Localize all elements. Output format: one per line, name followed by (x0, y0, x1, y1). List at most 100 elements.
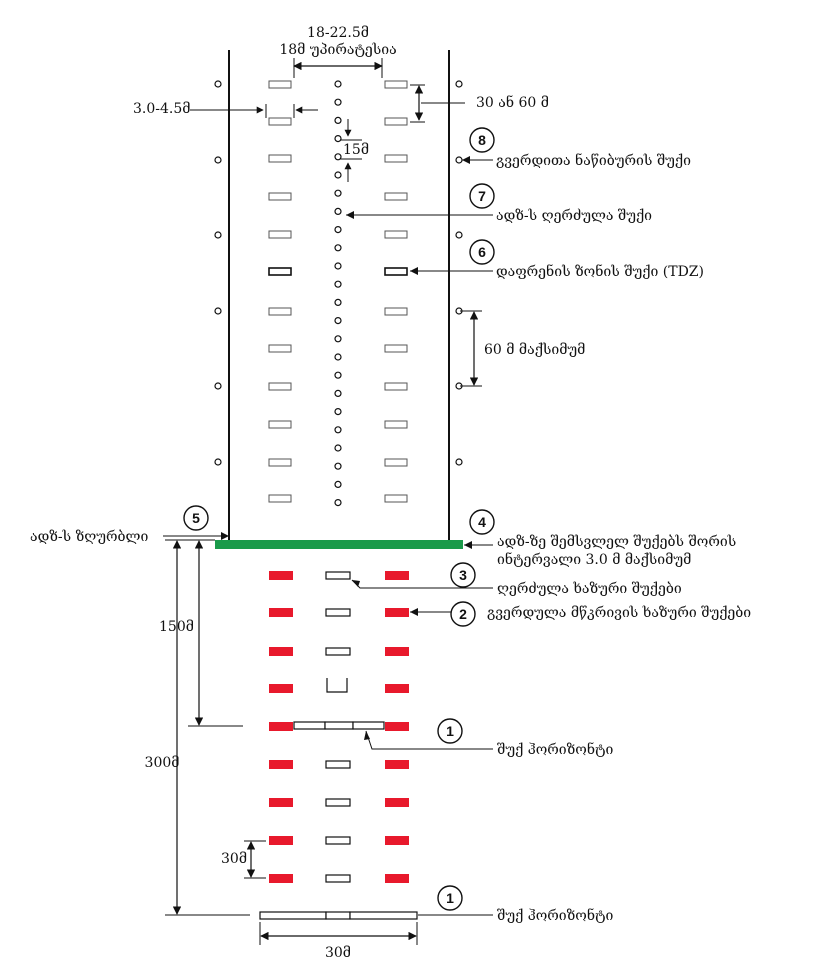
approach-side-row-light (385, 722, 409, 731)
approach-centerline-light (325, 798, 351, 807)
tdz-light (384, 458, 408, 467)
approach-side-row-light (385, 684, 409, 693)
tdz-light (268, 230, 292, 239)
width-range-label: 18-22.5მ (307, 24, 369, 41)
edge-light (214, 307, 222, 315)
dim-30-bottom-label: 30მ (325, 944, 351, 961)
tdz-light (384, 494, 408, 503)
callout-1a-circle (437, 718, 463, 744)
tdz-light (268, 80, 292, 89)
callout-8-circle (469, 127, 495, 153)
callout-4-circle (469, 509, 495, 535)
tdz-light (268, 267, 292, 276)
centerline-light (334, 426, 342, 434)
approach-side-row-light (269, 647, 293, 656)
centerline-light (334, 462, 342, 470)
edge-light (455, 80, 463, 88)
approach-side-row-light (385, 647, 409, 656)
edge-lights-group (214, 80, 463, 466)
centerline-light (334, 189, 342, 197)
callout-8-label: გვერდითა ნაწიბურის შუქი (496, 151, 691, 169)
tdz-lights-group (268, 80, 408, 503)
tdz-light (384, 117, 408, 126)
tdz-light (384, 420, 408, 429)
tdz-light (268, 154, 292, 163)
approach-centerline-light (325, 647, 351, 656)
approach-side-row-light (385, 608, 409, 617)
callout-7-number: 7 (478, 188, 486, 204)
callout-1a-number: 1 (446, 723, 454, 739)
callout-4-label-line2: ინტერვალი 3.0 მ მაქსიმუმ (497, 550, 691, 568)
callout-1b-label: შუქ ჰორიზონტი (497, 906, 614, 924)
approach-side-row-light (385, 836, 409, 845)
centerline-light (334, 408, 342, 416)
tdz-light (384, 80, 408, 89)
approach-centerline-light (325, 874, 351, 883)
tdz-light (268, 420, 292, 429)
edge-light (455, 156, 463, 164)
approach-side-row-light (269, 874, 293, 883)
callout-5-number: 5 (192, 510, 200, 526)
tdz-light (268, 458, 292, 467)
callout-5-circle (183, 505, 209, 531)
centerline-light (334, 226, 342, 234)
edge-light (214, 156, 222, 164)
approach-side-row-light (269, 722, 293, 731)
centerline-light (334, 335, 342, 343)
approach-side-row-light (385, 760, 409, 769)
edge-light (214, 80, 222, 88)
centerline-light (334, 98, 342, 106)
callout-7-circle (469, 183, 495, 209)
callout-3-circle (450, 562, 476, 588)
centerline-light (334, 389, 342, 397)
tdz-light (384, 307, 408, 316)
centerline-light (334, 244, 342, 252)
callout-7-label: ადზ-ს ღერძულა შუქი (496, 207, 652, 224)
approach-lights-group (269, 571, 409, 883)
width-pref-label: 18მ უპირატესია (279, 41, 396, 58)
edge-light (214, 231, 222, 239)
approach-side-row-light (269, 798, 293, 807)
approach-side-row-light (269, 571, 293, 580)
callout-1b-circle (437, 885, 463, 911)
callout-6-label: დაფრენის ზონის შუქი (TDZ) (496, 262, 704, 280)
edge-light (214, 458, 222, 466)
tdz-light (268, 192, 292, 201)
edge-light (455, 231, 463, 239)
centerline-light (334, 280, 342, 288)
edge-light (214, 382, 222, 390)
dim-15-label: 15მ (343, 141, 369, 158)
tdz-light (384, 382, 408, 391)
centerline-light (334, 480, 342, 488)
approach-centerline-light (325, 836, 351, 845)
approach-centerline-light (325, 608, 351, 617)
approach-side-row-light (385, 874, 409, 883)
callout-5-label: ადზ-ს ზღურბლი (30, 528, 148, 545)
callout-3-number: 3 (459, 567, 467, 583)
crossbar-300 (259, 911, 418, 920)
centerline-light (334, 298, 342, 306)
approach-bracket-light (326, 678, 348, 693)
centerline-light (334, 444, 342, 452)
approach-side-row-light (385, 798, 409, 807)
centerline-light (334, 353, 342, 361)
callout-2-circle (450, 601, 476, 627)
centerline-light (334, 153, 342, 161)
approach-side-row-light (269, 684, 293, 693)
dim-300-label: 300მ (145, 754, 180, 771)
centerline-light (334, 317, 342, 325)
callout-4-number: 4 (478, 514, 486, 530)
approach-side-row-light (269, 760, 293, 769)
centerline-light (334, 135, 342, 143)
tdz-light (268, 494, 292, 503)
callout-2-number: 2 (459, 606, 467, 622)
approach-side-row-light (269, 836, 293, 845)
tdz-light (384, 230, 408, 239)
tdz-light (384, 267, 408, 276)
dim-3-4-5-label: 3.0-4.5მ (133, 100, 190, 117)
callout-8-number: 8 (478, 132, 486, 148)
approach-side-row-light (269, 608, 293, 617)
tdz-light (384, 192, 408, 201)
tdz-light (268, 344, 292, 353)
